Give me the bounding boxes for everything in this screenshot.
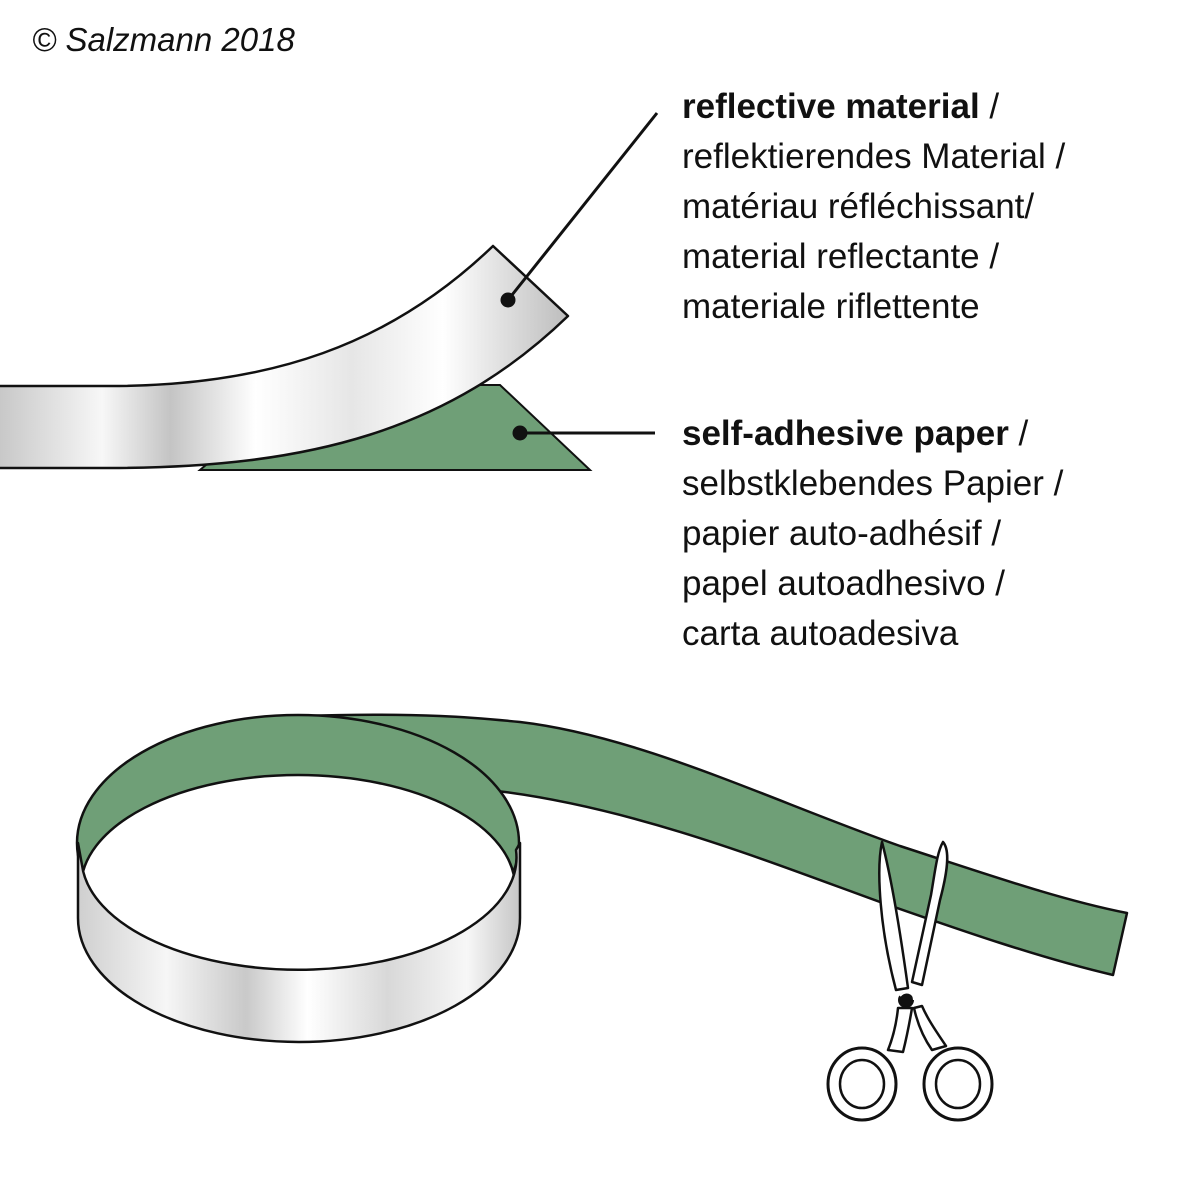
leader-line-reflective bbox=[500, 112, 659, 308]
strip-ring-illustration bbox=[75, 713, 1129, 1044]
self-adhesive-paper-heading-suffix: / bbox=[1008, 414, 1029, 453]
self-adhesive-paper-label: self-adhesive paper / selbstklebendes Pa… bbox=[682, 409, 1063, 659]
scissors-icon bbox=[826, 840, 994, 1122]
self-adhesive-paper-translation-de: selbstklebendes Papier / bbox=[682, 464, 1064, 503]
reflective-material-translation-it: materiale riflettente bbox=[682, 287, 980, 326]
self-adhesive-paper-heading: self-adhesive paper bbox=[682, 414, 1009, 453]
reflective-material-translation-fr: matériau réfléchissant/ bbox=[682, 187, 1035, 226]
reflective-material-translation-de: reflektierendes Material / bbox=[682, 137, 1066, 176]
copyright-notice: © Salzmann 2018 bbox=[32, 21, 295, 58]
reflective-material-heading-suffix: / bbox=[979, 87, 1000, 126]
reflective-strip-sample bbox=[0, 244, 570, 470]
self-adhesive-paper-translation-it: carta autoadesiva bbox=[682, 614, 959, 653]
self-adhesive-paper-translation-es: papel autoadhesivo / bbox=[682, 564, 1006, 603]
self-adhesive-paper-translation-fr: papier auto-adhésif / bbox=[682, 514, 1002, 553]
reflective-material-heading: reflective material bbox=[682, 87, 980, 126]
reflective-material-heading-line: reflective material / bbox=[682, 82, 1065, 132]
reflective-material-label: reflective material / reflektierendes Ma… bbox=[682, 82, 1065, 332]
reflective-material-translation-es: material reflectante / bbox=[682, 237, 1000, 276]
leader-line-adhesive bbox=[512, 425, 655, 441]
self-adhesive-paper-heading-line: self-adhesive paper / bbox=[682, 409, 1063, 459]
